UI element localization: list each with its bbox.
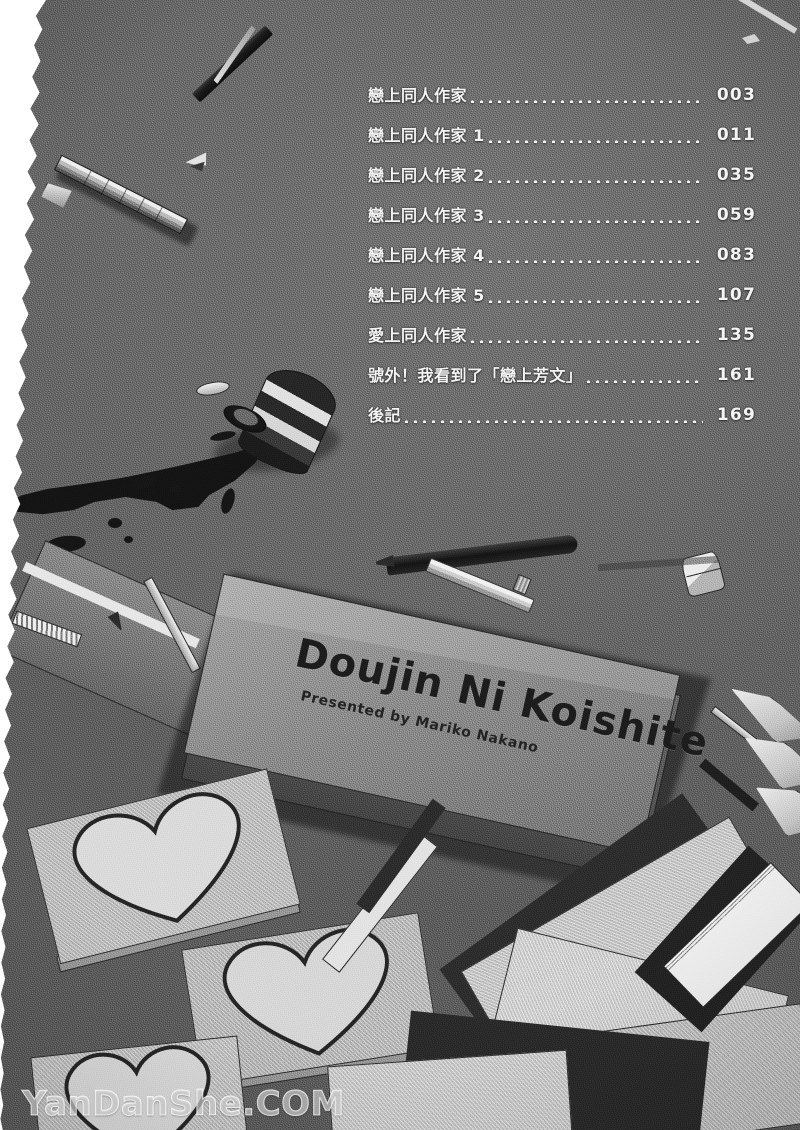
toc-entry-title: 戀上同人作家 3	[368, 206, 485, 225]
toc-leader-dots	[485, 167, 703, 183]
toc-entry-page: 035	[716, 165, 756, 185]
heart-paper-stack	[24, 768, 307, 984]
toc-entry-title: 戀上同人作家	[368, 86, 468, 105]
toc-leader-dots	[485, 127, 703, 143]
knife-segment-line	[118, 188, 128, 205]
toc-entry-page: 003	[716, 85, 756, 105]
knife-segment-line	[100, 179, 110, 196]
toc-leader-dots	[468, 327, 703, 343]
toc-entry-page: 011	[716, 125, 756, 145]
knife-segment-line	[136, 197, 145, 214]
heart-drawing-icon	[72, 792, 241, 923]
toc-entry-title: 愛上同人作家	[368, 326, 468, 345]
toc-leader-dots	[583, 367, 703, 383]
toc-entry-title: 戀上同人作家 4	[368, 246, 485, 265]
toc-leader-dots	[402, 407, 703, 423]
toc-entry[interactable]: 戀上同人作家 4 083	[368, 224, 756, 264]
toc-entry[interactable]: 愛上同人作家 135	[368, 304, 756, 344]
toc-entry-page: 169	[716, 405, 756, 425]
knife-segment-line	[154, 206, 163, 223]
toc-entry[interactable]: 號外！我看到了「戀上芳文」 161	[368, 344, 756, 384]
heart-drawing-icon	[64, 1045, 211, 1130]
table-of-contents: 戀上同人作家 003 戀上同人作家 1 011 戀上同人作家 2 035 戀上同…	[368, 64, 756, 424]
toc-entry[interactable]: 後記 169	[368, 384, 756, 424]
toc-entry-page: 161	[716, 365, 756, 385]
toc-entry[interactable]: 戀上同人作家 003	[368, 64, 756, 104]
toc-entry-title: 後記	[368, 406, 402, 425]
toc-leader-dots	[485, 207, 703, 223]
toc-entry[interactable]: 戀上同人作家 3 059	[368, 184, 756, 224]
ink-droplet	[108, 518, 122, 528]
paper-scrap	[742, 34, 760, 44]
toc-entry-page: 107	[716, 285, 756, 305]
toc-leader-dots	[485, 287, 703, 303]
site-watermark: YanDanShe.COM	[22, 1084, 345, 1125]
toc-entry[interactable]: 戀上同人作家 1 011	[368, 104, 756, 144]
toc-entry-page: 083	[716, 245, 756, 265]
toc-entry-title: 戀上同人作家 1	[368, 126, 485, 145]
toc-leader-dots	[468, 87, 703, 103]
toc-entry[interactable]: 戀上同人作家 2 035	[368, 144, 756, 184]
toc-entry-title: 號外！我看到了「戀上芳文」	[368, 366, 583, 385]
knife-segment-line	[82, 170, 92, 187]
toc-entry-title: 戀上同人作家 2	[368, 166, 485, 185]
ink-droplet	[124, 536, 133, 543]
toc-entry[interactable]: 戀上同人作家 5 107	[368, 264, 756, 304]
heart-paper-stack	[30, 1035, 251, 1130]
toc-entry-page: 059	[716, 205, 756, 225]
ink-droplet	[168, 484, 181, 493]
toc-leader-dots	[485, 247, 703, 263]
toc-entry-title: 戀上同人作家 5	[368, 286, 485, 305]
toc-entry-page: 135	[716, 325, 756, 345]
